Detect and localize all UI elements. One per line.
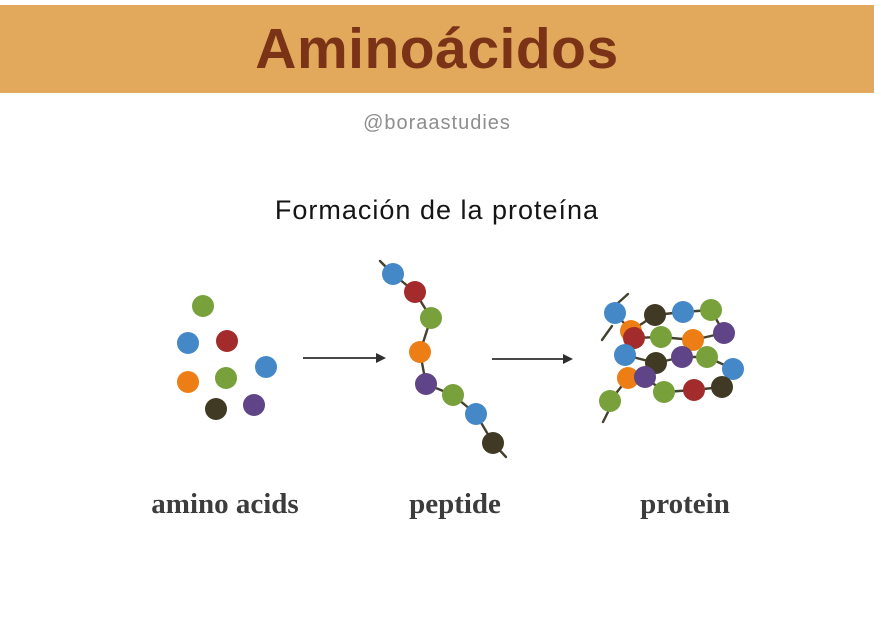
- peptide-dot: [382, 263, 404, 285]
- amino-acids-dot: [177, 332, 199, 354]
- protein-dot: [671, 346, 693, 368]
- amino-acids-dot: [215, 367, 237, 389]
- protein-dot: [623, 327, 645, 349]
- section-title: Formación de la proteína: [274, 195, 600, 225]
- amino-acids-dot: [243, 394, 265, 416]
- peptide-dot: [482, 432, 504, 454]
- amino-acids-dot: [177, 371, 199, 393]
- protein-dot: [713, 322, 735, 344]
- page-title: Aminoácidos: [255, 17, 619, 81]
- protein-dot: [650, 326, 672, 348]
- account-handle: @boraastudies: [363, 112, 511, 134]
- protein-dot: [634, 366, 656, 388]
- protein-dot: [617, 367, 639, 389]
- protein-dot: [604, 302, 626, 324]
- protein-dot: [599, 390, 621, 412]
- protein-dot: [644, 304, 666, 326]
- peptide-dot: [415, 373, 437, 395]
- protein-dot: [722, 358, 744, 380]
- arrow-head-icon: [376, 353, 386, 363]
- protein-dot: [700, 299, 722, 321]
- protein-dot: [711, 376, 733, 398]
- amino-acids-dot: [216, 330, 238, 352]
- protein-dot: [682, 329, 704, 351]
- protein-bond-stub: [601, 410, 610, 424]
- protein-dot: [696, 346, 718, 368]
- amino-acids-dot: [192, 295, 214, 317]
- diagram-label-peptide: peptide: [409, 488, 501, 520]
- peptide-dot: [409, 341, 431, 363]
- protein-dot: [653, 381, 675, 403]
- peptide-dot: [465, 403, 487, 425]
- protein-dot: [683, 379, 705, 401]
- protein-bond-stub: [616, 292, 630, 305]
- peptide-dot: [404, 281, 426, 303]
- header-banner: Aminoácidos: [0, 5, 874, 93]
- amino-acids-dot: [255, 356, 277, 378]
- amino-acids-dot: [205, 398, 227, 420]
- protein-bond-stub: [600, 324, 614, 342]
- peptide-dot: [442, 384, 464, 406]
- protein-dot: [614, 344, 636, 366]
- protein-dot: [672, 301, 694, 323]
- diagram-label-protein: protein: [640, 488, 730, 520]
- peptide-dot: [420, 307, 442, 329]
- diagram-label-amino-acids: amino acids: [151, 488, 299, 520]
- arrow-head-icon: [563, 354, 573, 364]
